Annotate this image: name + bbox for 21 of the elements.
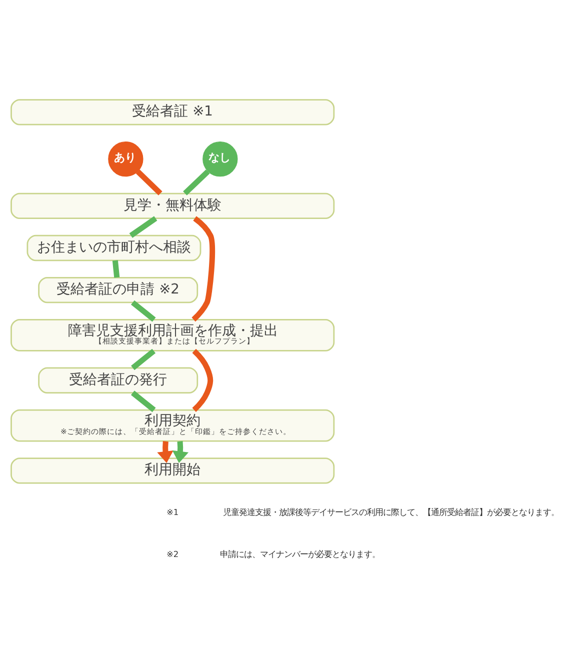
node-circle: あり <box>108 140 144 176</box>
connector <box>112 260 120 278</box>
node-box: 見学・無料体験 <box>10 192 335 219</box>
node-box: 受給者証の発行 <box>38 366 198 393</box>
node-box: 利用開始 <box>10 457 335 484</box>
label: ※1 <box>166 506 179 516</box>
connector <box>129 216 158 238</box>
connector <box>130 300 156 322</box>
node-box: 受給者証 ※1 <box>10 98 335 125</box>
label: 申請には、マイナンバーが必要となります。 <box>220 548 380 558</box>
node-box: 受給者証の申請 ※2 <box>38 276 198 303</box>
arrow <box>157 440 174 463</box>
connector <box>136 168 162 195</box>
connector <box>183 168 210 195</box>
connector <box>131 348 156 370</box>
connector <box>130 390 156 412</box>
node-circle: なし <box>202 140 238 176</box>
label: 児童発達支援・放課後等デイサービスの利用に際して、【通所受給者証】が必要となります。 <box>223 506 560 516</box>
label: ※2 <box>166 548 179 558</box>
arrow <box>172 440 189 463</box>
node-box: お住まいの市町村へ相談 <box>26 234 202 261</box>
